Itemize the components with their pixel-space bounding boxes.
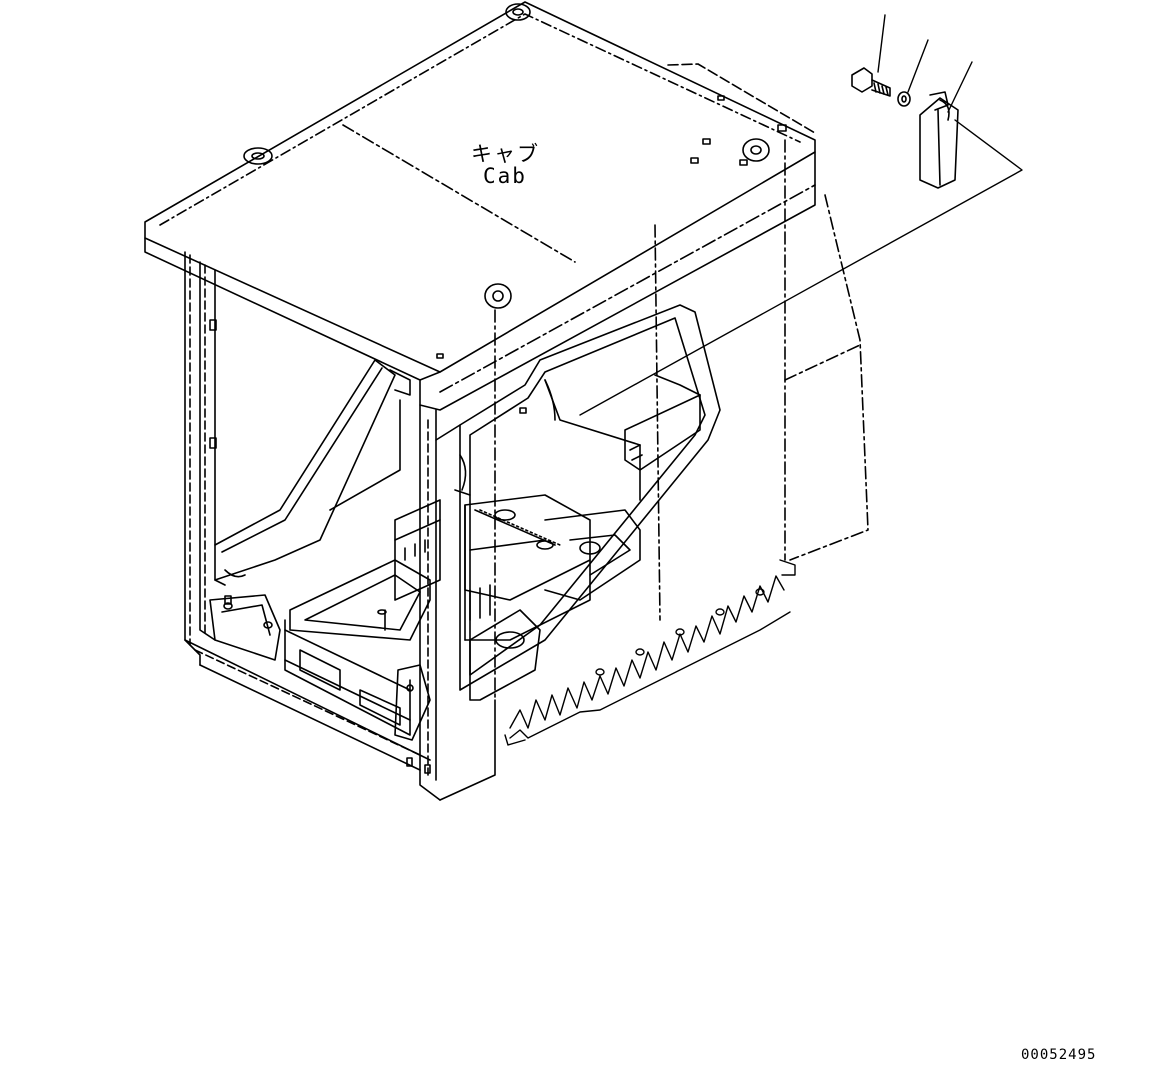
lower-right-structure <box>469 609 541 701</box>
mounting-clips-row <box>504 559 796 746</box>
lifting-eye-side <box>742 138 770 162</box>
cab-front-pillar <box>419 404 496 801</box>
cab-right-side-panel <box>494 139 869 701</box>
part-label-japanese: キャブ <box>471 142 540 166</box>
washer <box>897 91 911 107</box>
left-wall-clips <box>209 319 431 774</box>
hose <box>454 454 471 496</box>
lifting-eye-rear-left <box>243 147 273 165</box>
lifting-eye-front <box>484 283 512 309</box>
inner-right-bracket <box>544 374 701 601</box>
latch-bracket <box>919 91 959 189</box>
floor-frame <box>284 559 431 721</box>
console-box <box>394 499 441 601</box>
left-corner-bracket <box>209 594 281 661</box>
leader-lines <box>579 14 1023 416</box>
drawing-number: 00052495 <box>1021 1047 1097 1063</box>
bolt <box>851 67 891 97</box>
rear-diagonal-brace <box>214 359 401 581</box>
door-opening-frame <box>435 304 721 691</box>
cab-left-wall <box>184 251 431 771</box>
part-label-english: Cab <box>483 164 527 188</box>
cab-roof <box>144 1 816 411</box>
seat-mount-frame <box>464 494 591 641</box>
floor-panel <box>284 619 411 736</box>
right-corner-bracket <box>394 664 431 741</box>
lifting-eye-rear-right <box>505 3 531 21</box>
roof-bolts <box>389 95 787 414</box>
